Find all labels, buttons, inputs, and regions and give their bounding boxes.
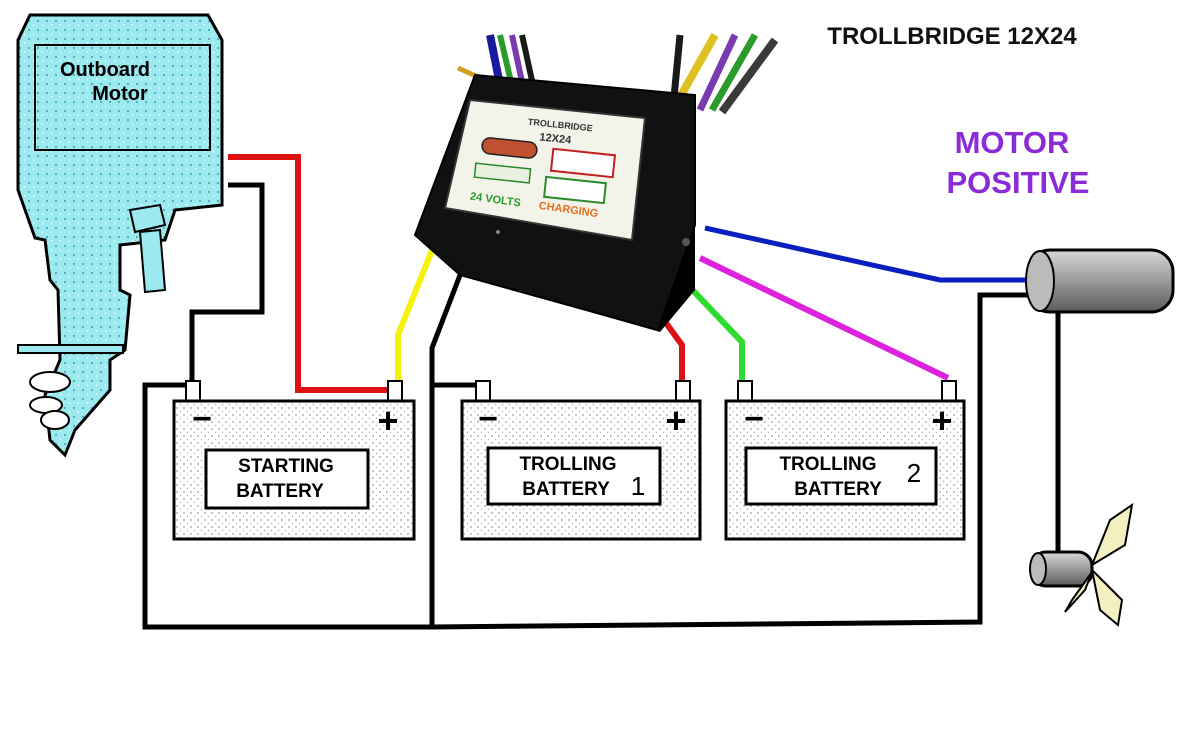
wire-black-ground-loop <box>142 269 465 630</box>
outboard-cowl-panel <box>34 44 211 151</box>
battery-neg-sign: − <box>192 400 212 438</box>
device-indicator-pill <box>481 137 538 159</box>
device-troll-neg-panel <box>473 162 532 184</box>
battery-label-line2: BATTERY <box>522 479 610 500</box>
battery-pos-sign: + <box>931 400 952 441</box>
wire-blue <box>704 225 1032 283</box>
device-input-panel <box>549 147 617 179</box>
battery-pos-sign: + <box>665 400 686 441</box>
outboard-motor: Outboard Motor <box>16 13 224 458</box>
motor-positive-label-line1: MOTOR <box>955 125 1070 160</box>
wire-magenta <box>698 255 950 381</box>
device-troll-bat-panel <box>543 175 607 205</box>
battery-number: 1 <box>631 471 645 501</box>
wire-black-ground-bottom <box>431 292 1030 630</box>
device-screw <box>682 238 690 246</box>
motor-positive-label-line2: POSITIVE <box>947 165 1090 200</box>
battery-label-box <box>744 446 938 506</box>
battery-pos-sign: + <box>377 400 398 441</box>
wire-green <box>680 277 745 383</box>
device-label-plate <box>443 98 647 242</box>
battery-label-box <box>486 446 662 506</box>
wire-black-outboard <box>189 182 265 385</box>
battery-label-line1: STARTING <box>238 456 334 477</box>
outboard-label-line2: Motor <box>92 83 148 105</box>
battery-neg-sign: − <box>478 400 498 438</box>
battery-trolling-1: − + TROLLING BATTERY 1 <box>460 380 702 541</box>
outboard-propeller-icon <box>29 371 71 430</box>
battery-label-line2: BATTERY <box>236 481 324 502</box>
trolling-motor <box>1025 248 1175 627</box>
outboard-label-line1: Outboard <box>60 59 150 81</box>
anti-cavitation-plate <box>17 344 124 354</box>
battery-number: 2 <box>907 458 921 488</box>
battery-starting: − + STARTING BATTERY <box>172 380 416 541</box>
battery-neg-sign: − <box>744 400 764 438</box>
device-model: 12X24 <box>539 131 573 146</box>
wire-red-outboard <box>228 154 392 393</box>
battery-label-line1: TROLLING <box>779 454 876 475</box>
wire-yellow <box>395 246 436 385</box>
battery-label-line2: BATTERY <box>794 479 882 500</box>
wires <box>142 154 1032 630</box>
trollbridge-device: TROLLBRIDGE 12X24 24 VOLTS CHARGING <box>413 33 779 332</box>
battery-trolling-2: − + TROLLING BATTERY 2 <box>724 380 966 541</box>
battery-label-box <box>204 448 370 510</box>
trolling-propeller-icon <box>1064 502 1134 627</box>
battery-label-line1: TROLLING <box>519 454 616 475</box>
diagram-title: TROLLBRIDGE 12X24 <box>827 23 1077 50</box>
